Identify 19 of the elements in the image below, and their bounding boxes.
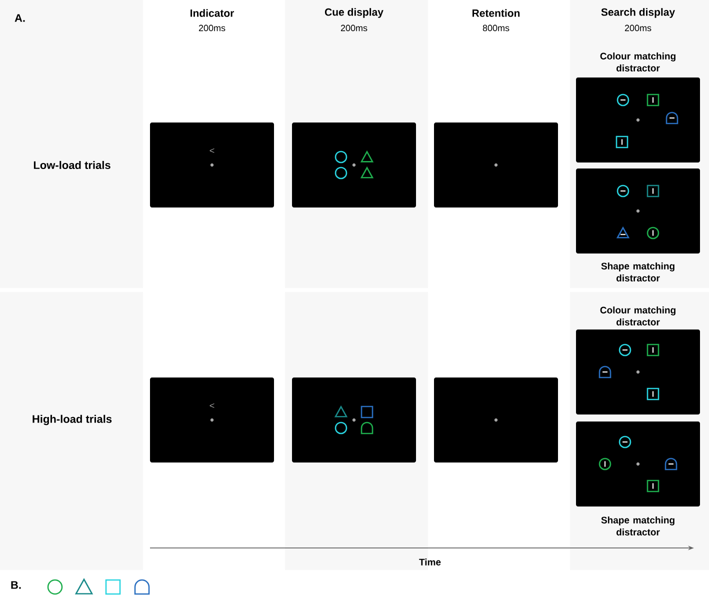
- panel-letter: B.: [11, 581, 21, 589]
- duration-label: 200ms: [340, 24, 368, 32]
- condition-label: Colour matching distractor: [600, 52, 676, 72]
- condition-label: Shape matching distractor: [601, 262, 674, 282]
- indicator-symbol: <: [210, 403, 214, 408]
- column-heading: Cue display: [324, 8, 384, 18]
- duration-label: 800ms: [482, 24, 510, 32]
- panel-letter: A.: [14, 14, 25, 22]
- condition-label: Shape matching distractor: [601, 516, 674, 536]
- indicator-symbol: <: [210, 148, 214, 153]
- row-label: High-load trials: [32, 414, 112, 426]
- column-heading: Indicator: [190, 9, 234, 17]
- condition-label: Colour matching distractor: [600, 306, 676, 326]
- axis-label: Time: [419, 558, 441, 566]
- column-heading: Search display: [601, 8, 675, 18]
- duration-label: 200ms: [624, 24, 652, 32]
- duration-label: 200ms: [198, 24, 226, 32]
- column-heading: Retention: [472, 9, 520, 17]
- row-label: Low-load trials: [34, 160, 110, 170]
